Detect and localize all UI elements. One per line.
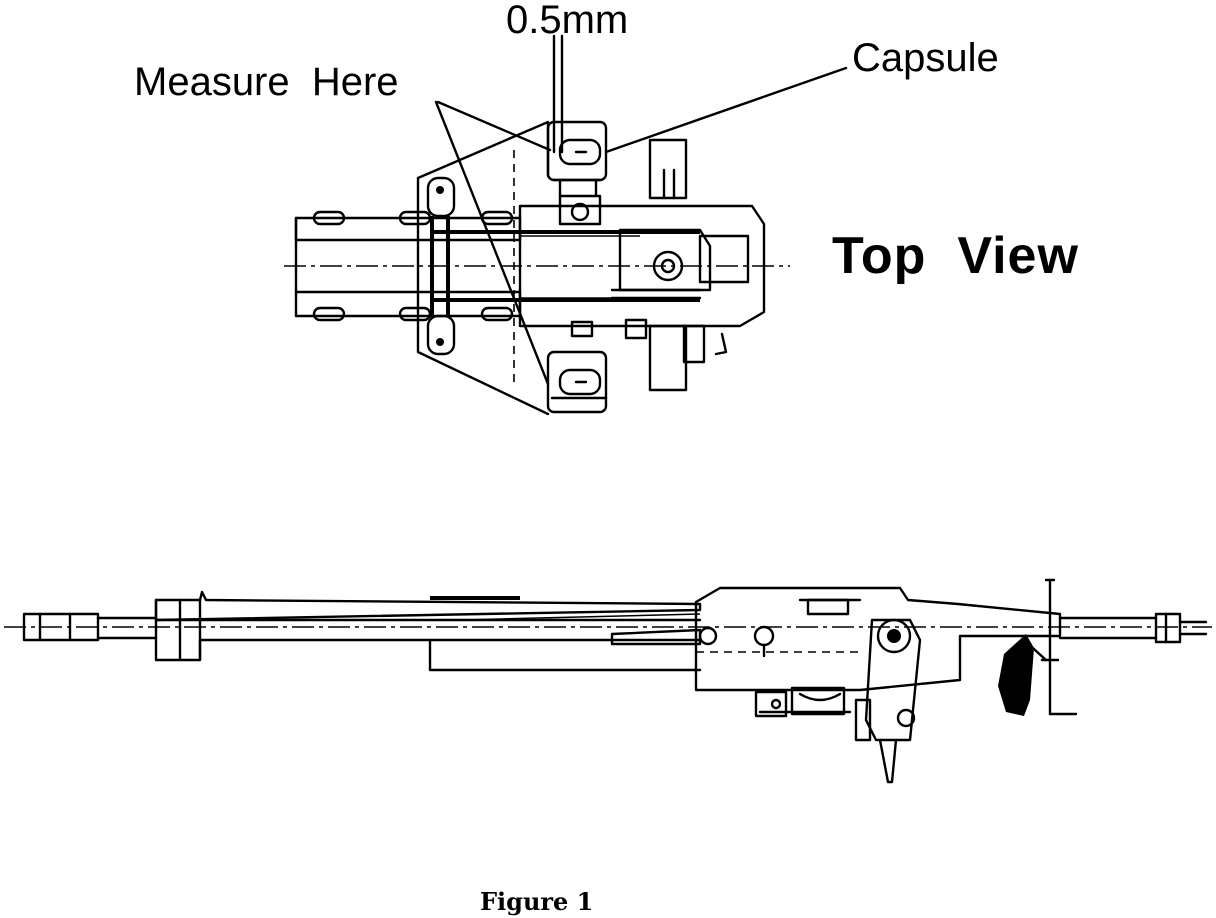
capsule-upper bbox=[546, 120, 608, 198]
side-view-drawing bbox=[4, 578, 1212, 784]
top-view-drawing bbox=[284, 120, 790, 416]
measurement-label: 0.5mm bbox=[506, 0, 629, 42]
figure-caption: Figure 1 bbox=[480, 887, 594, 916]
callout-leaders bbox=[434, 34, 848, 386]
capsule-lower bbox=[546, 350, 608, 414]
capsule-label: Capsule bbox=[852, 36, 999, 80]
top-view-title: Top View bbox=[832, 227, 1079, 285]
measure-here-label: Measure Here bbox=[134, 60, 399, 104]
